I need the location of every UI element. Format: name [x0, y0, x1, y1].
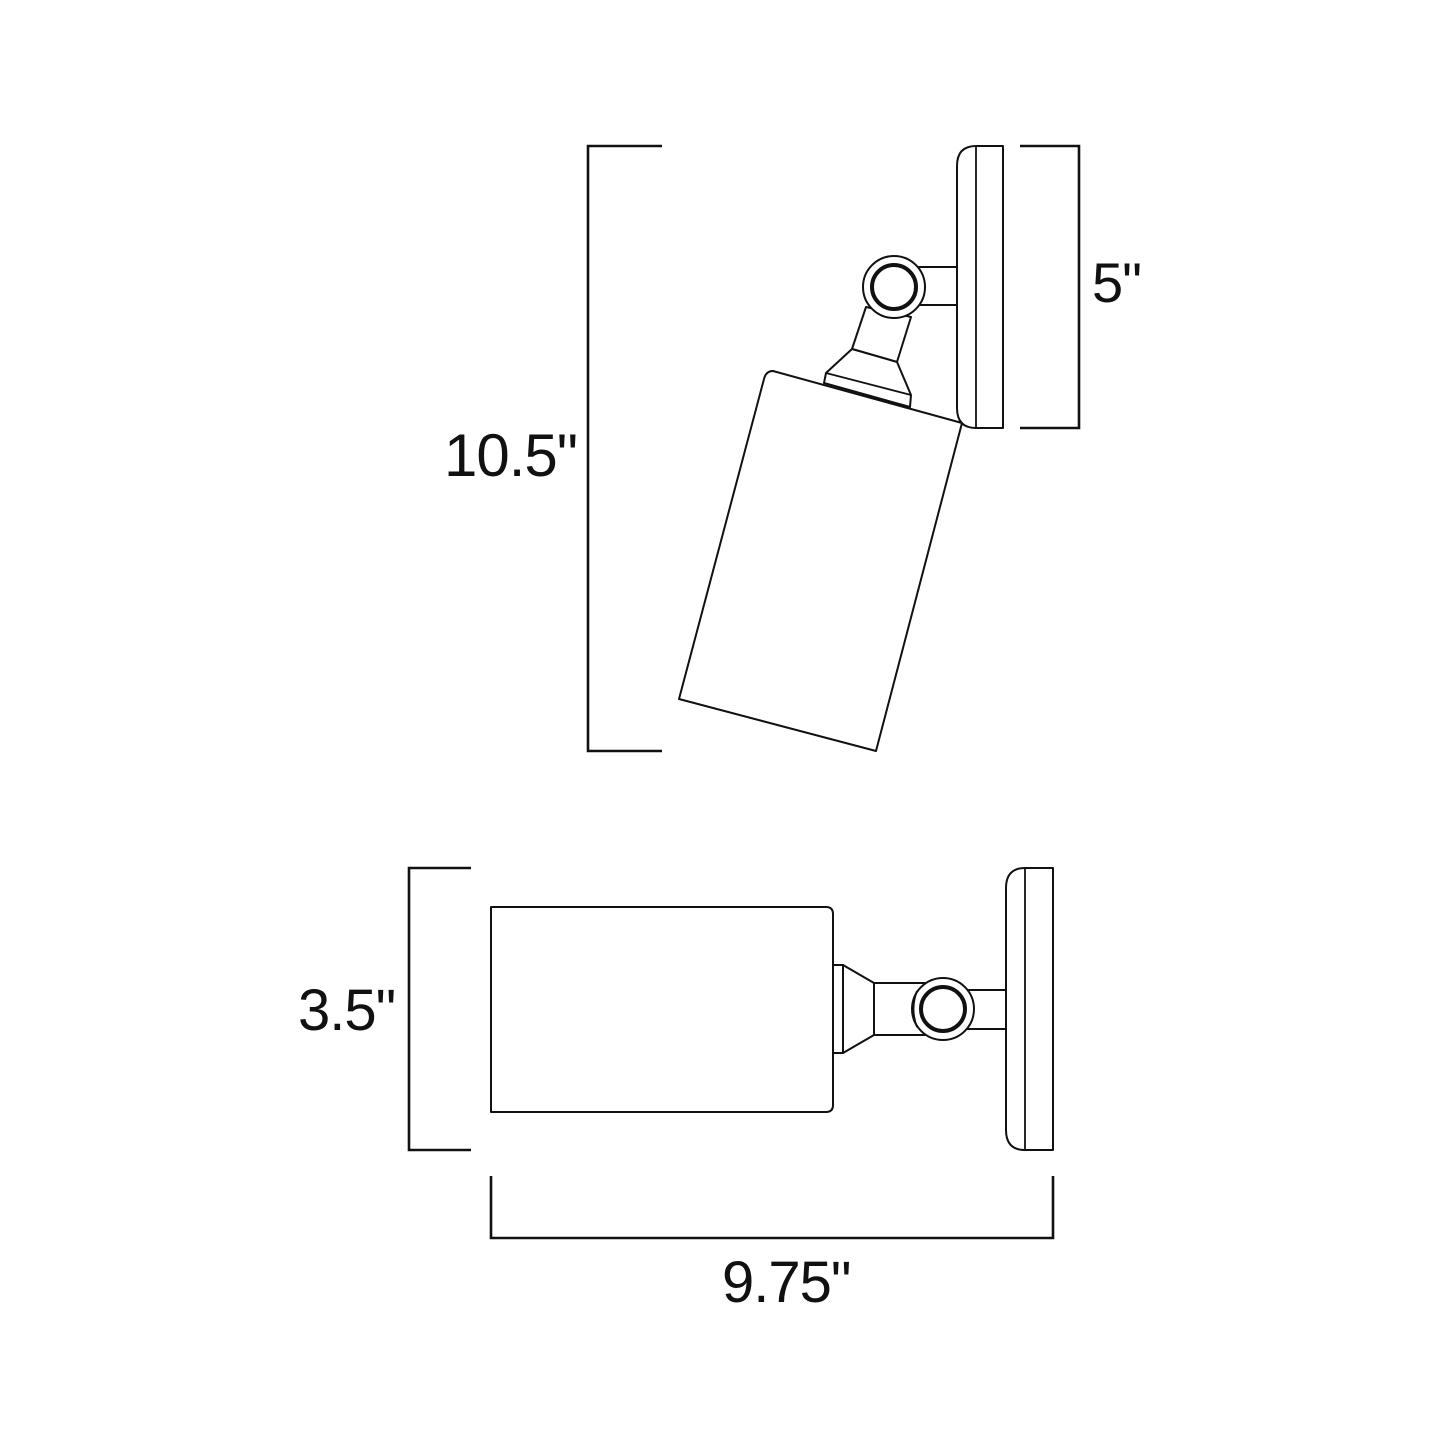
height-dimension-bracket	[586, 144, 662, 753]
shade-diameter-label: 3.5"	[298, 978, 396, 1043]
flare-collar	[823, 348, 912, 408]
top-view	[407, 866, 1055, 1240]
extension-dimension-bracket	[489, 1176, 1055, 1240]
collar-top	[832, 964, 926, 1054]
diameter-dimension-bracket	[407, 866, 471, 1152]
overall-height-label: 10.5"	[444, 422, 578, 489]
swivel-joint-top	[911, 977, 975, 1041]
cylinder-shade-top	[490, 906, 834, 1113]
cylinder-shade	[678, 370, 963, 752]
swivel-joint	[862, 255, 926, 319]
side-view	[586, 144, 1081, 753]
backplate-height-label: 5"	[1092, 251, 1142, 314]
backplate	[956, 145, 1004, 429]
backplate-dimension-bracket	[1020, 144, 1081, 430]
overall-extension-label: 9.75"	[722, 1250, 851, 1315]
backplate-top	[1005, 867, 1054, 1151]
